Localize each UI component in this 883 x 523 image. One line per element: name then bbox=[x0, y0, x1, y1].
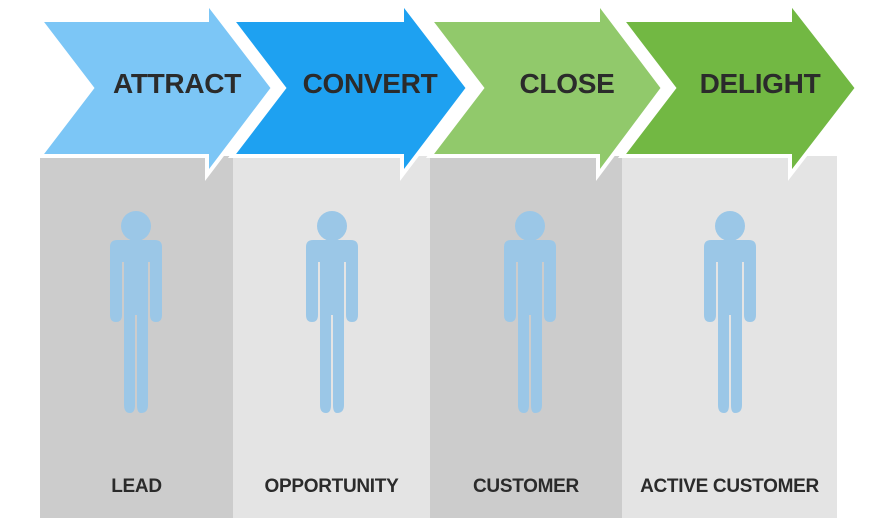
stage-arrow-attract bbox=[35, 0, 276, 181]
stage-label-close: CLOSE bbox=[519, 68, 615, 99]
person-icon bbox=[704, 211, 756, 413]
column-label-lead: LEAD bbox=[111, 476, 162, 497]
person-icon bbox=[110, 211, 162, 413]
column-customer: CUSTOMER bbox=[430, 156, 622, 518]
stage-arrows bbox=[35, 0, 860, 182]
stage-arrow-delight bbox=[617, 0, 860, 181]
column-label-customer: CUSTOMER bbox=[473, 476, 579, 497]
column-label-active-customer: ACTIVE CUSTOMER bbox=[640, 476, 819, 497]
stage-arrow-convert bbox=[227, 0, 471, 181]
column-label-opportunity: OPPORTUNITY bbox=[264, 476, 399, 497]
stage-label-convert: CONVERT bbox=[302, 68, 438, 99]
person-icon bbox=[504, 211, 556, 413]
stage-label-delight: DELIGHT bbox=[699, 68, 821, 99]
stage-label-attract: ATTRACT bbox=[112, 68, 241, 99]
stage-arrow-close bbox=[425, 0, 666, 182]
person-icon bbox=[306, 211, 358, 413]
